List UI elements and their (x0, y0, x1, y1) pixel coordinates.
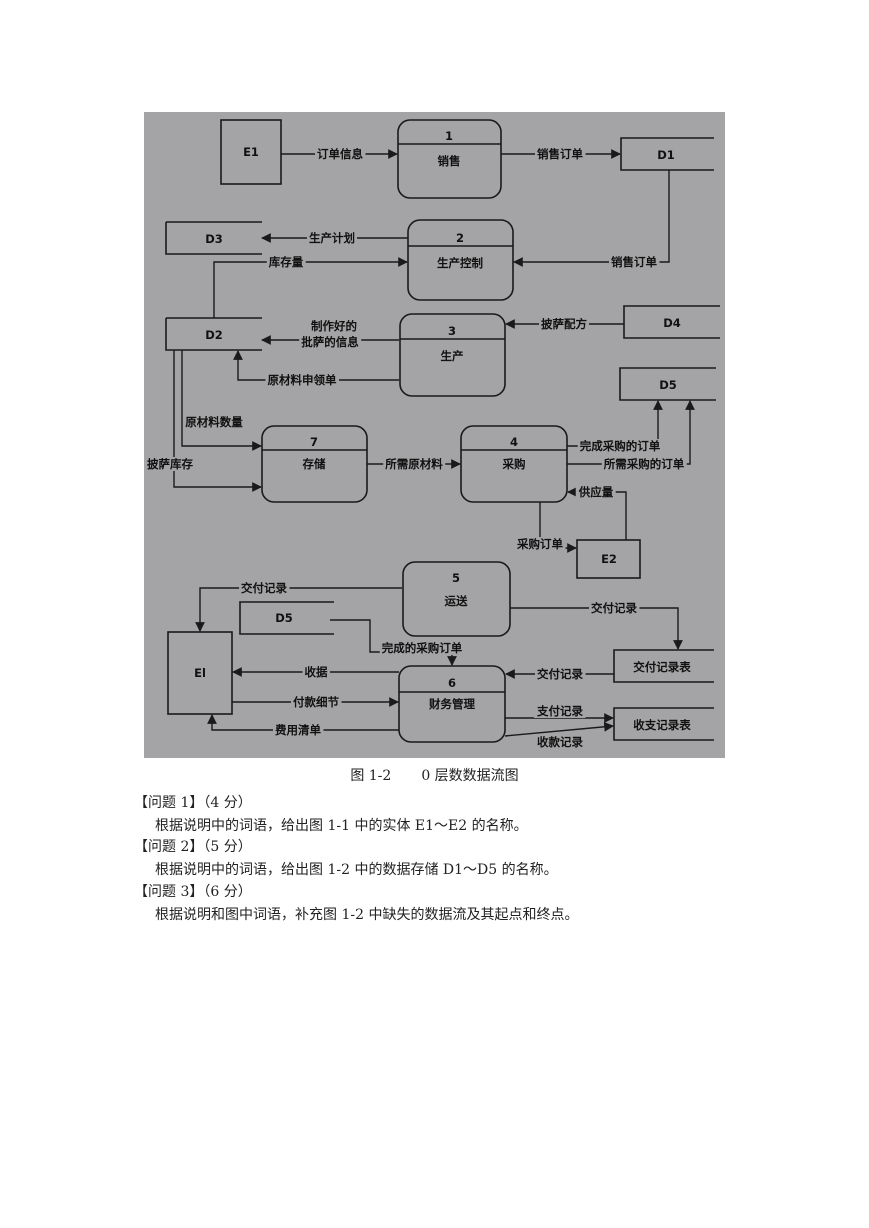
process-3-name: 生产 (441, 349, 464, 363)
process-6: 6 财务管理 (398, 665, 506, 743)
flow-delivery-record-2: 交付记录 (510, 601, 683, 650)
store-delivery-records: 交付记录表 (613, 649, 714, 683)
question-3-title: 【问题 3】（6 分） (134, 884, 252, 900)
flow-supply: 供应量 (567, 485, 627, 540)
flow-raw-quantity-label: 原材料数量 (185, 415, 243, 429)
entity-e2: E2 (576, 539, 641, 579)
process-2: 2 生产控制 (407, 219, 514, 301)
flow-payment-record: 支付记录 (505, 704, 614, 723)
store-d3: D3 (165, 221, 262, 255)
flow-completed-po-2: 完成的采购订单 (330, 619, 465, 666)
process-5: 5 运送 (402, 561, 511, 637)
store-d2-label: D2 (205, 328, 223, 342)
flow-needed-raw: 所需原材料 (367, 457, 461, 471)
flow-sales-order-2-label: 销售订单 (611, 255, 657, 269)
process-1: 1 销售 (397, 119, 502, 199)
flow-collection-record: 收款记录 (504, 721, 614, 749)
flow-delivery-record-3: 交付记录 (505, 667, 614, 681)
flow-pizza-stock-label: 披萨库存 (147, 457, 193, 471)
entity-e1-bottom: El (167, 631, 233, 715)
store-d4-label: D4 (663, 316, 681, 330)
flow-payment-detail-label: 付款细节 (293, 695, 339, 709)
store-d5-top: D5 (619, 367, 716, 401)
store-delivery-records-label: 交付记录表 (633, 660, 691, 674)
flow-delivery-record-2-label: 交付记录 (591, 601, 637, 615)
flow-production-plan-label: 生产计划 (309, 231, 355, 245)
figure-number: 图 1-2 (350, 768, 392, 784)
flow-pizza-recipe: 披萨配方 (505, 317, 624, 331)
flow-expense-list: 费用清单 (207, 714, 399, 737)
flow-sales-order-1-label: 销售订单 (537, 147, 583, 161)
store-d1: D1 (620, 137, 714, 171)
flow-order-info-label: 订单信息 (317, 147, 363, 161)
flow-delivery-record-1: 交付记录 (195, 581, 402, 632)
question-1-body: 根据说明中的词语，给出图 1-1 中的实体 E1～E2 的名称。 (155, 818, 528, 834)
data-flow-diagram: E1 E2 El 1 销售 2 生产控制 3 生产 7 存储 4 采购 (144, 112, 725, 758)
store-ledger-label: 收支记录表 (633, 718, 691, 732)
flow-raw-request-label: 原材料申领单 (268, 373, 337, 387)
process-2-name: 生产控制 (437, 256, 483, 270)
store-d1-label: D1 (657, 148, 675, 162)
process-6-name: 财务管理 (428, 697, 475, 711)
flow-finished-pizza-label-2: 批萨的信息 (301, 335, 359, 349)
store-d4: D4 (623, 305, 720, 339)
figure-title: 0 层数数据流图 (421, 768, 519, 784)
flow-needed-po: 所需采购的订单 (567, 400, 695, 471)
flow-pizza-stock: 披萨库存 (145, 350, 262, 492)
flow-sales-order-2: 销售订单 (513, 170, 670, 269)
flow-delivery-record-1-label: 交付记录 (241, 581, 287, 595)
process-3-number: 3 (448, 324, 456, 338)
process-1-name: 销售 (438, 154, 461, 168)
flow-order-info: 订单信息 (281, 147, 398, 161)
flow-payment-detail: 付款细节 (232, 695, 399, 709)
flow-finished-pizza: 制作好的 批萨的信息 (261, 319, 399, 349)
flow-raw-request: 原材料申领单 (233, 350, 399, 387)
flow-pizza-recipe-label: 披萨配方 (541, 317, 587, 331)
flow-expense-list-label: 费用清单 (275, 723, 321, 737)
question-2-title: 【问题 2】（5 分） (134, 839, 252, 855)
figure-caption: 图 1-2 0 层数数据流图 (0, 765, 869, 785)
flow-completed-po-2-label: 完成的采购订单 (382, 641, 463, 655)
flow-completed-po-label: 完成采购的订单 (580, 439, 661, 453)
flow-receipt-label: 收据 (305, 665, 328, 679)
process-4-number: 4 (510, 435, 518, 449)
flow-purchase-order-label: 采购订单 (516, 537, 563, 551)
process-5-name: 运送 (445, 594, 468, 608)
store-d5-bottom: D5 (239, 601, 334, 635)
flow-supply-label: 供应量 (578, 485, 614, 499)
entity-e1-top: E1 (220, 119, 282, 185)
flow-sales-order-1: 销售订单 (501, 147, 621, 161)
flow-raw-quantity: 原材料数量 (181, 350, 262, 451)
flow-inventory: 库存量 (213, 255, 408, 318)
flow-needed-po-label: 所需采购的订单 (604, 457, 685, 471)
process-3: 3 生产 (399, 313, 506, 397)
flow-payment-record-label: 支付记录 (536, 704, 583, 718)
question-1-title: 【问题 1】（4 分） (134, 795, 252, 811)
flow-purchase-order: 采购订单 (514, 502, 577, 553)
entity-e1-top-label: E1 (243, 145, 259, 159)
question-3-body: 根据说明和图中词语，补充图 1-2 中缺失的数据流及其起点和终点。 (155, 907, 579, 923)
process-1-number: 1 (445, 129, 453, 143)
process-7-name: 存储 (303, 457, 326, 471)
flow-inventory-label: 库存量 (269, 255, 304, 269)
process-2-number: 2 (456, 231, 464, 245)
store-d5-top-label: D5 (659, 378, 677, 392)
question-2-body: 根据说明中的词语，给出图 1-2 中的数据存储 D1～D5 的名称。 (155, 862, 558, 878)
flow-delivery-record-3-label: 交付记录 (537, 667, 583, 681)
entity-e2-label: E2 (601, 552, 617, 566)
flow-receipt: 收据 (232, 665, 399, 679)
flow-production-plan: 生产计划 (261, 231, 408, 245)
flow-collection-record-label: 收款记录 (537, 735, 583, 749)
process-7-number: 7 (310, 435, 318, 449)
process-4-name: 采购 (502, 457, 526, 471)
flow-finished-pizza-label-1: 制作好的 (311, 319, 357, 333)
entity-e1-bottom-label: El (194, 666, 206, 680)
store-d3-label: D3 (205, 232, 223, 246)
flow-completed-po: 完成采购的订单 (567, 400, 663, 453)
flow-needed-raw-label: 所需原材料 (385, 457, 443, 471)
store-d5-bottom-label: D5 (275, 611, 293, 625)
store-ledger: 收支记录表 (613, 707, 714, 741)
process-5-number: 5 (452, 571, 460, 585)
process-6-number: 6 (448, 676, 456, 690)
